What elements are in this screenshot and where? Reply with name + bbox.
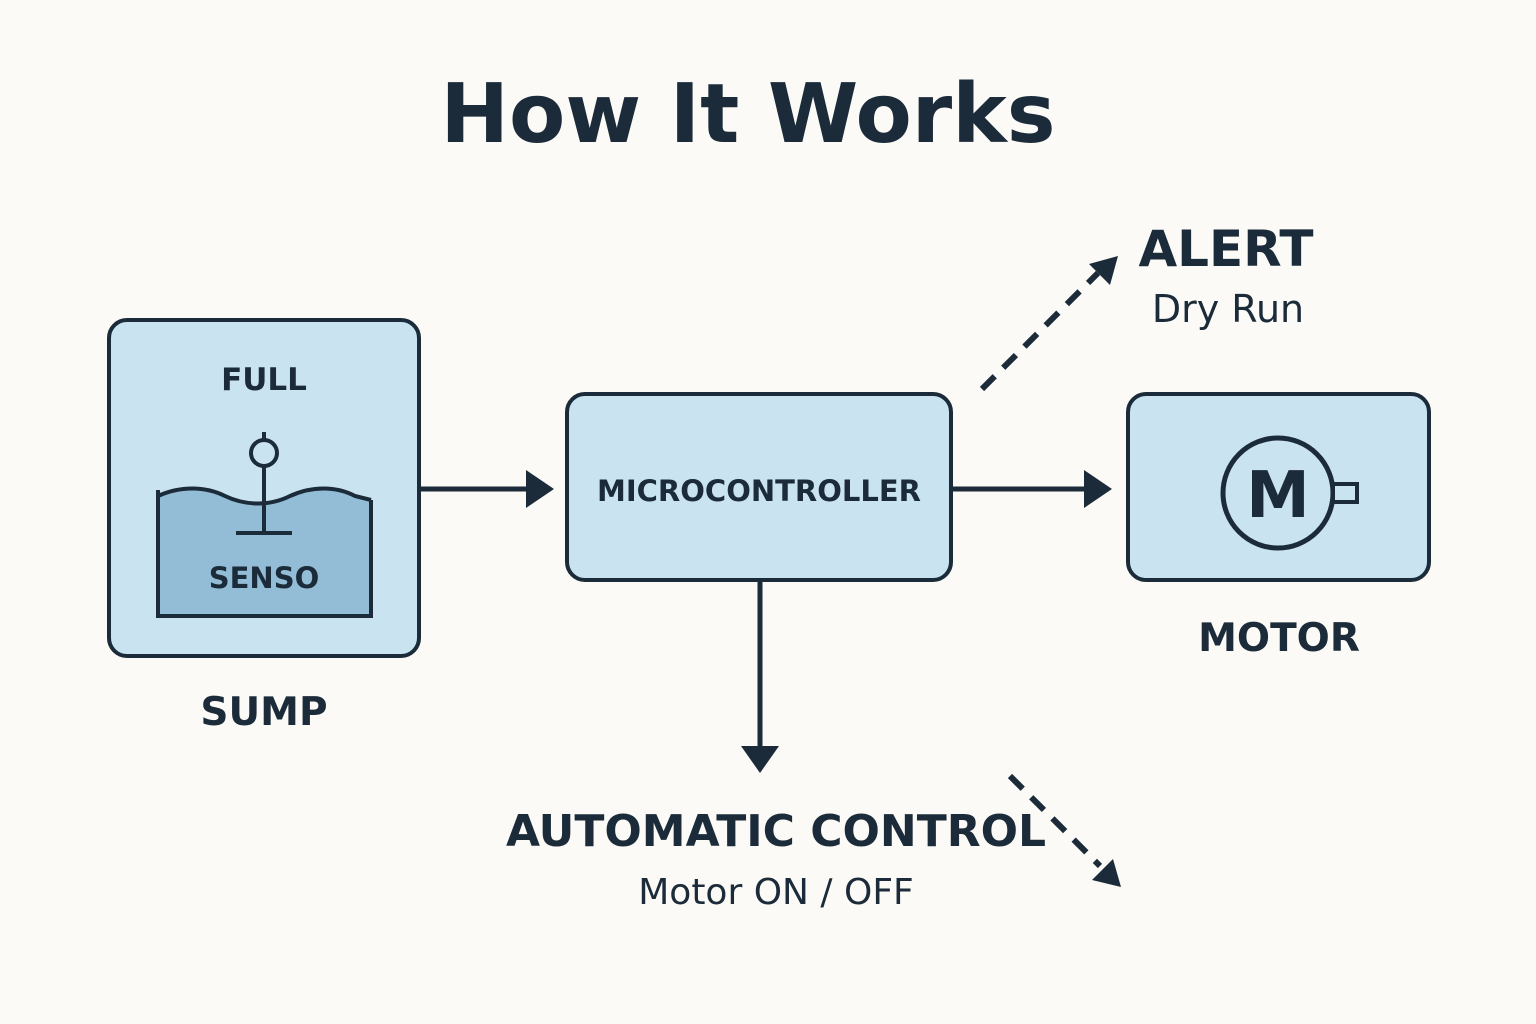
float-ball-icon	[249, 438, 279, 468]
motor-label: MOTOR	[1198, 616, 1360, 661]
alert-title: ALERT	[1138, 220, 1313, 278]
alert-subtitle: Dry Run	[1152, 287, 1304, 331]
sensor-label: SENSO	[209, 561, 320, 595]
tank-outline	[156, 490, 373, 618]
arrowhead-sump-to-mcu	[526, 470, 554, 508]
automatic-control-title: AUTOMATIC CONTROL	[506, 806, 1046, 857]
full-level-label: FULL	[221, 362, 307, 398]
automatic-control-subtitle: Motor ON / OFF	[638, 872, 914, 913]
motor-icon: M	[1220, 435, 1359, 551]
arrowhead-mcu-to-motor	[1084, 470, 1112, 508]
water-wave-line	[157, 486, 372, 506]
motor-symbol: M	[1246, 459, 1310, 533]
arrowhead-to-alert	[1089, 256, 1118, 285]
microcontroller-box	[565, 392, 953, 582]
page-title: How It Works	[440, 67, 1055, 162]
sump-block: FULL SENSO	[107, 318, 421, 658]
microcontroller-label: MICROCONTROLLER	[597, 474, 921, 508]
sump-label: SUMP	[200, 690, 327, 735]
dashed-arrow-to-alert	[979, 270, 1101, 392]
water-level	[158, 488, 371, 616]
arrowhead-lower-right	[1092, 859, 1121, 887]
arrowhead-mcu-to-control	[741, 746, 779, 773]
dashed-arrow-lower-right	[1007, 773, 1103, 869]
